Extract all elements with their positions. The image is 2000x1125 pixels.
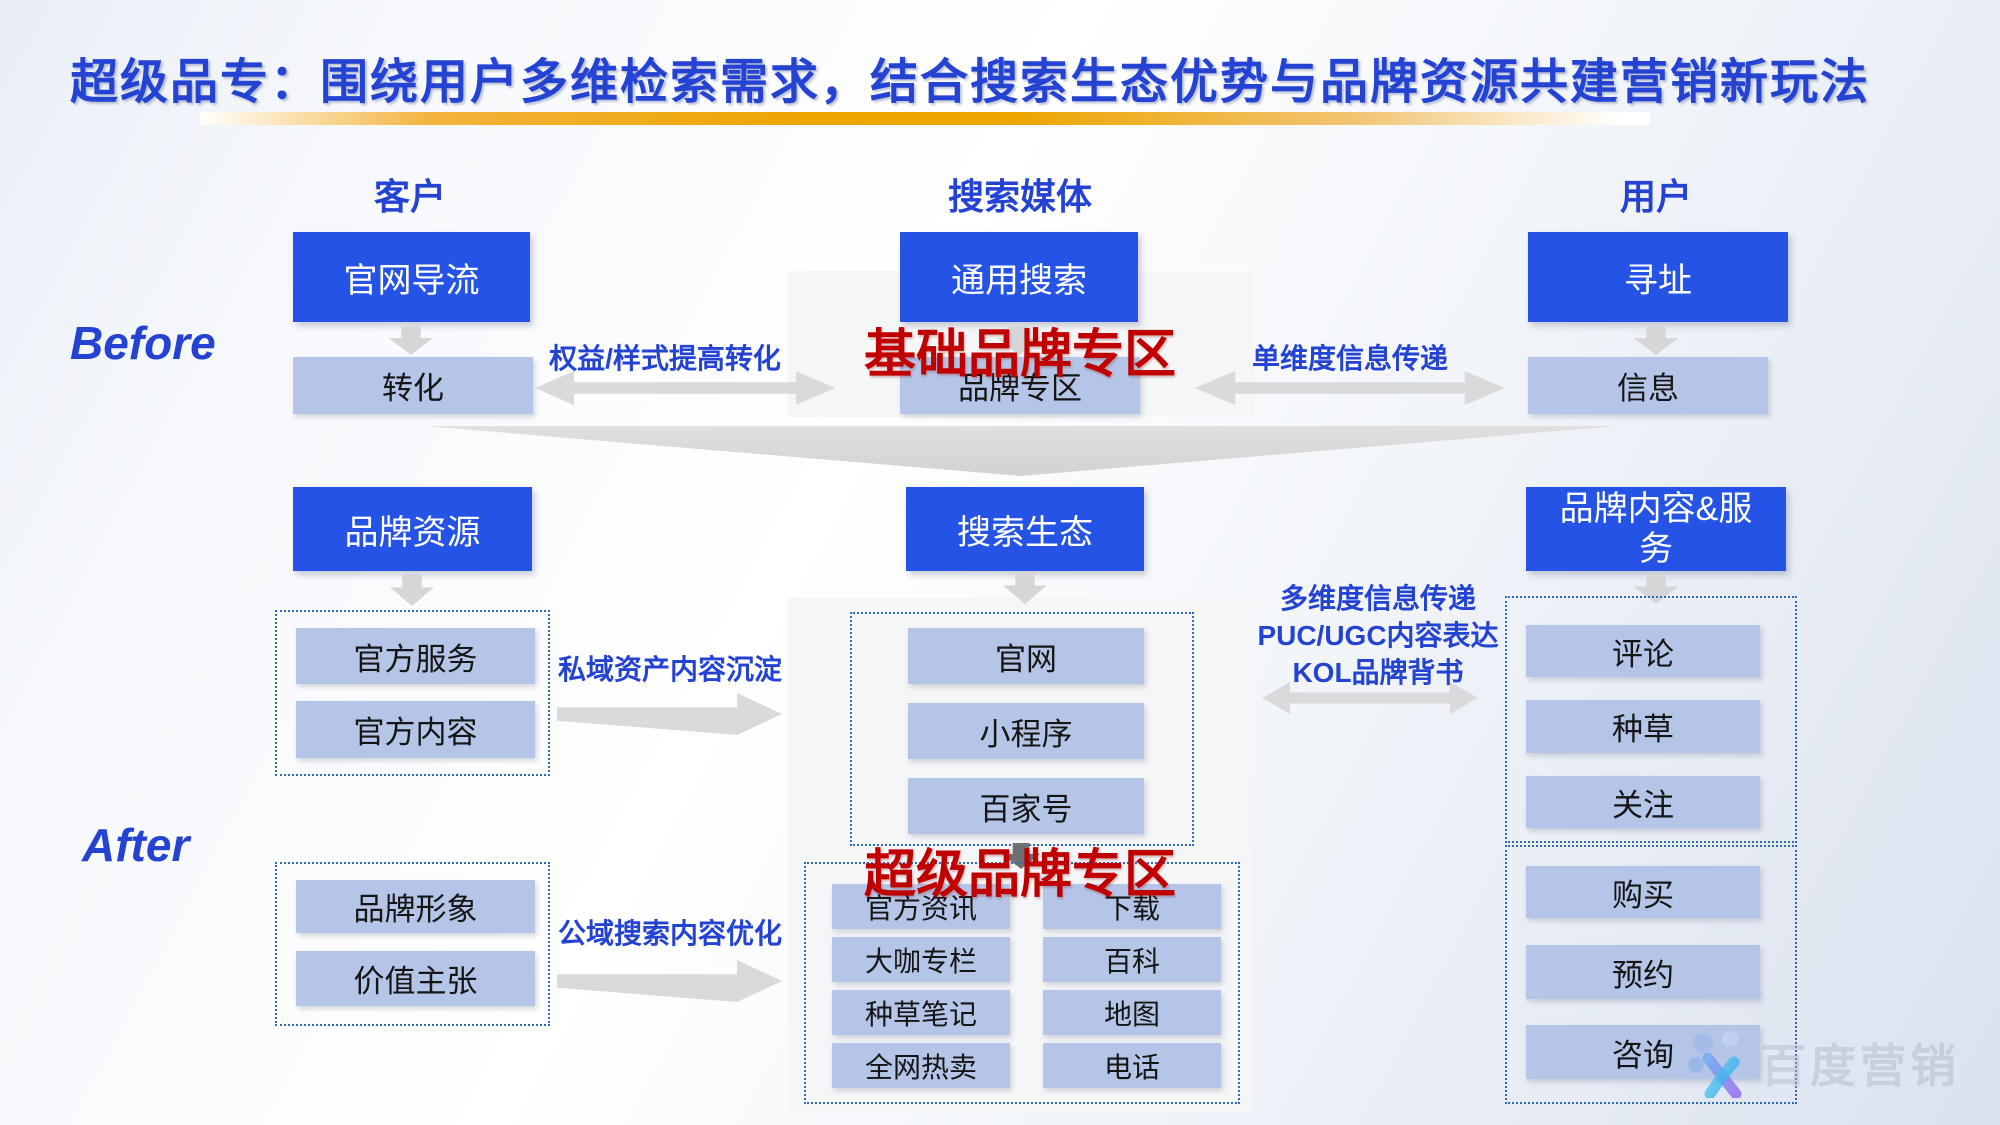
after-right-arrow-label-line: PUC/UGC内容表达 — [1257, 620, 1499, 651]
after-media-group2-item: 电话 — [1043, 1043, 1221, 1088]
down-arrow-icon — [1634, 326, 1678, 355]
after-customer-group2-frame — [275, 862, 550, 1026]
right-arrow-icon — [557, 693, 782, 735]
after-user-group2-item: 购买 — [1526, 866, 1760, 918]
after-user-group2-frame — [1505, 845, 1797, 1104]
column-header-customer: 客户 — [373, 176, 446, 217]
before-right-arrow-label: 单维度信息传递 — [1251, 343, 1448, 374]
after-customer-group2-item: 价值主张 — [296, 951, 535, 1006]
after-media-group2-item: 大咖专栏 — [832, 937, 1010, 982]
after-right-arrow-label-line: KOL品牌背书 — [1292, 657, 1464, 688]
page-title: 超级品专：围绕用户多维检索需求，结合搜索生态优势与品牌资源共建营销新玩法 — [70, 56, 1871, 109]
right-arrow-icon — [557, 960, 782, 1002]
after-user-group1-item: 种草 — [1526, 700, 1760, 753]
after-customer-group2-item: 品牌形象 — [296, 880, 535, 933]
after-right-arrow-label: 多维度信息传递 PUC/UGC内容表达 KOL品牌背书 — [1240, 580, 1516, 691]
after-customer-group1-frame — [275, 610, 550, 776]
before-media-top-box: 通用搜索 — [900, 232, 1138, 322]
after-media-overlay-text: 超级品牌专区 — [863, 846, 1176, 904]
gold-divider — [200, 112, 1650, 125]
column-header-user: 用户 — [1619, 176, 1692, 217]
before-media-bottom-box: 品牌专区 — [900, 357, 1140, 414]
after-media-group1-item: 官网 — [908, 628, 1144, 684]
after-media-group2-item: 地图 — [1043, 990, 1221, 1035]
after-media-group2-frame — [804, 862, 1240, 1104]
watermark-text: 百度营销 — [1760, 1040, 1960, 1092]
before-left-arrow-label: 权益/样式提高转化 — [549, 343, 781, 374]
after-media-group2-item: 百科 — [1043, 937, 1221, 982]
after-customer-top-box: 品牌资源 — [293, 487, 532, 571]
after-left-arrow1-label: 私域资产内容沉淀 — [557, 654, 782, 685]
after-user-group1-item: 关注 — [1526, 776, 1760, 828]
before-user-bottom-box: 信息 — [1528, 357, 1768, 414]
before-media-overlay-text: 基础品牌专区 — [863, 326, 1176, 384]
down-arrow-icon — [389, 326, 433, 355]
after-media-group1-item: 小程序 — [908, 703, 1144, 759]
after-right-arrow-label-line: 多维度信息传递 — [1279, 583, 1476, 614]
after-customer-group1-item: 官方服务 — [296, 628, 535, 684]
after-user-group1-item: 评论 — [1526, 625, 1760, 677]
before-customer-bottom-box: 转化 — [293, 357, 533, 414]
after-media-group2-item: 全网热卖 — [832, 1043, 1010, 1088]
after-media-group2-item: 下载 — [1043, 884, 1221, 929]
down-arrow-icon — [390, 574, 434, 606]
after-media-group1-item: 百家号 — [908, 778, 1144, 834]
after-media-group2-item: 官方资讯 — [832, 884, 1010, 929]
after-left-arrow2-label: 公域搜索内容优化 — [557, 918, 782, 949]
column-header-search-media: 搜索媒体 — [947, 176, 1092, 217]
after-media-top-box: 搜索生态 — [906, 487, 1144, 571]
after-user-group2-item: 预约 — [1526, 945, 1760, 999]
before-customer-top-box: 官网导流 — [293, 232, 530, 322]
after-user-top-box: 品牌内容&服 务 — [1526, 487, 1786, 571]
watermark: 百度营销 — [1688, 1028, 1960, 1098]
after-user-group1-frame — [1505, 596, 1797, 843]
before-user-top-box: 寻址 — [1528, 232, 1788, 322]
baidu-marketing-logo-icon — [1688, 1031, 1742, 1098]
transition-chevron-icon — [425, 426, 1617, 476]
after-customer-group1-item: 官方内容 — [296, 701, 535, 758]
after-label: After — [82, 819, 190, 871]
after-media-group2-item: 种草笔记 — [832, 990, 1010, 1035]
before-label: Before — [70, 317, 216, 369]
